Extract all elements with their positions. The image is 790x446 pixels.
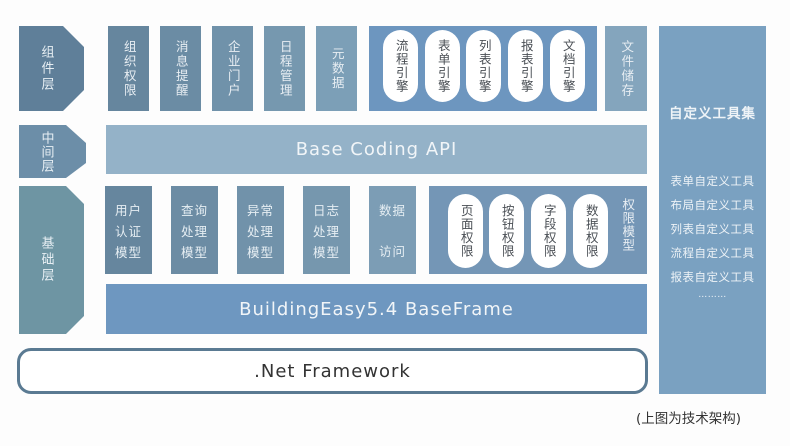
- base-model-user-auth: 用户 认证 模型: [105, 186, 152, 274]
- engine-label: 表单引擎: [435, 39, 451, 93]
- component-box-portal: 企业门户: [212, 26, 253, 111]
- component-box-file-storage: 文件储存: [605, 26, 647, 111]
- model-line: 认证: [114, 223, 142, 239]
- component-box-label: 日程管理: [277, 39, 293, 98]
- model-line: 用户: [114, 202, 142, 218]
- engine-label: 流程引擎: [393, 39, 409, 93]
- permission-model-label: 权限模型: [614, 198, 640, 268]
- component-box-org-permission: 组织权限: [108, 26, 149, 111]
- net-framework-bar: .Net Framework: [17, 348, 648, 394]
- engine-label: 报表引擎: [518, 39, 534, 93]
- toolset-item: 表单自定义工具: [670, 174, 755, 188]
- permission-label: 字段权限: [541, 204, 557, 258]
- toolset-item: 流程自定义工具: [670, 246, 755, 260]
- toolset-title: 自定义工具集: [669, 106, 756, 122]
- base-layer-label: 基础层: [19, 186, 73, 334]
- model-line: 访问: [378, 244, 406, 259]
- component-box-label: 组织权限: [121, 39, 137, 98]
- engine-label: 列表引擎: [476, 39, 492, 93]
- permission-model-text: 权限模型: [620, 198, 636, 252]
- layer-shapes: [19, 26, 86, 334]
- baseframe-bar: BuildingEasy5.4 BaseFrame: [106, 284, 647, 334]
- component-box-message: 消息提醒: [160, 26, 201, 111]
- component-box-label: 元数据: [329, 46, 345, 91]
- model-line: 模型: [180, 244, 208, 260]
- net-framework-label: .Net Framework: [254, 360, 411, 382]
- model-line: 模型: [114, 244, 142, 260]
- engine-pill-report: 报表引擎: [508, 30, 543, 102]
- diagram-caption: (上图为技术架构): [636, 411, 742, 427]
- permission-label: 按钮权限: [499, 204, 515, 258]
- component-layer-shape: [19, 26, 84, 111]
- custom-toolset-panel: 自定义工具集 表单自定义工具 布局自定义工具 列表自定义工具 流程自定义工具 报…: [659, 26, 766, 394]
- toolset-item-ellipsis: ………: [698, 290, 727, 300]
- component-box-label: 企业门户: [225, 39, 241, 98]
- middle-layer-shape: [19, 125, 86, 178]
- engine-pill-workflow: 流程引擎: [383, 30, 418, 102]
- middle-layer-label: 中间层: [19, 125, 73, 178]
- baseframe-label: BuildingEasy5.4 BaseFrame: [239, 298, 514, 320]
- base-coding-api-label: Base Coding API: [295, 139, 458, 160]
- permission-pill-button: 按钮权限: [489, 194, 524, 268]
- component-box-schedule: 日程管理: [264, 26, 305, 111]
- permission-pill-field: 字段权限: [531, 194, 566, 268]
- middle-layer-text: 中间层: [38, 130, 54, 173]
- toolset-list: 表单自定义工具 布局自定义工具 列表自定义工具 流程自定义工具 报表自定义工具 …: [659, 169, 766, 301]
- base-layer-text: 基础层: [38, 236, 54, 284]
- component-box-metadata: 元数据: [316, 26, 357, 111]
- base-layer-shape: [19, 186, 84, 334]
- engine-pill-form: 表单引擎: [425, 30, 460, 102]
- model-line: 处理: [180, 223, 208, 239]
- engine-pill-document: 文档引擎: [550, 30, 585, 102]
- toolset-item: 报表自定义工具: [670, 270, 755, 284]
- model-line: 数据: [378, 203, 406, 218]
- model-line: 模型: [312, 244, 340, 260]
- base-model-exception: 异常 处理 模型: [237, 186, 284, 274]
- base-model-log: 日志 处理 模型: [303, 186, 350, 274]
- component-layer-text: 组件层: [38, 44, 54, 93]
- engine-pill-list: 列表引擎: [466, 30, 501, 102]
- component-box-label: 文件储存: [619, 39, 635, 98]
- permission-label: 页面权限: [458, 204, 474, 258]
- model-line: 模型: [246, 244, 274, 260]
- base-model-query: 查询 处理 模型: [171, 186, 218, 274]
- base-model-data-access: 数据 访问: [369, 186, 416, 274]
- component-box-label: 消息提醒: [173, 39, 189, 98]
- permission-label: 数据权限: [583, 204, 599, 258]
- permission-pill-data: 数据权限: [573, 194, 608, 268]
- model-line: 异常: [246, 202, 274, 218]
- permission-pill-page: 页面权限: [448, 194, 483, 268]
- model-line: 日志: [312, 202, 340, 218]
- model-line: 处理: [312, 223, 340, 239]
- model-line: 处理: [246, 223, 274, 239]
- base-coding-api-bar: Base Coding API: [106, 125, 647, 174]
- component-layer-label: 组件层: [19, 26, 73, 111]
- model-line: 查询: [180, 202, 208, 218]
- toolset-item: 列表自定义工具: [670, 222, 755, 236]
- engine-label: 文档引擎: [560, 39, 576, 93]
- toolset-item: 布局自定义工具: [670, 198, 755, 212]
